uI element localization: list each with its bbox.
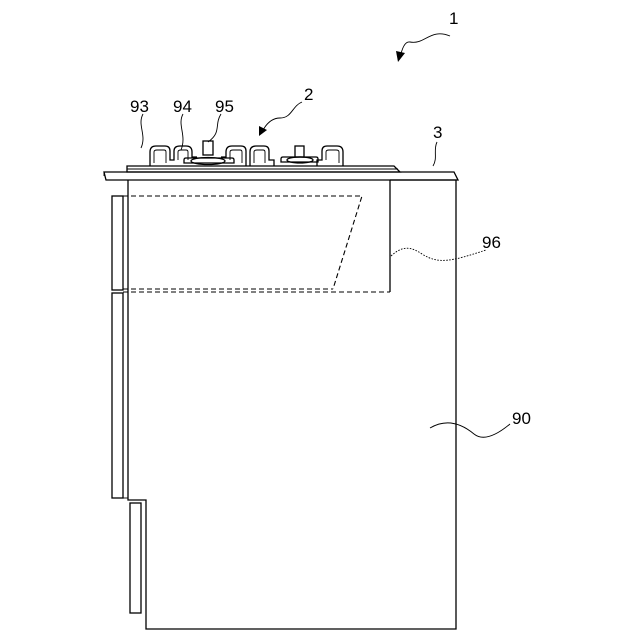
upper-door-panel	[112, 196, 128, 290]
ref-label-90: 90	[512, 409, 531, 428]
stove-casing	[123, 180, 390, 292]
ref-label-1: 1	[449, 9, 458, 28]
ref-label-96: 96	[482, 233, 501, 252]
ref-label-3: 3	[433, 123, 442, 142]
ref-label-95: 95	[215, 97, 234, 116]
stove-top-plate	[127, 166, 400, 172]
arrow-2-head	[259, 126, 267, 136]
lower-door-panel	[112, 293, 128, 498]
ref-label-94: 94	[173, 97, 192, 116]
ref-label-93: 93	[130, 97, 149, 116]
toe-kick-panel	[130, 503, 141, 613]
ref-label-2: 2	[304, 85, 313, 104]
reference-labels: 1 2 3 93 94 95 96 90	[130, 9, 531, 428]
burner-right	[281, 146, 318, 163]
cabinet-body	[128, 180, 456, 629]
countertop	[104, 172, 458, 180]
arrow-1-head	[396, 51, 405, 62]
leader-lines	[141, 34, 510, 437]
